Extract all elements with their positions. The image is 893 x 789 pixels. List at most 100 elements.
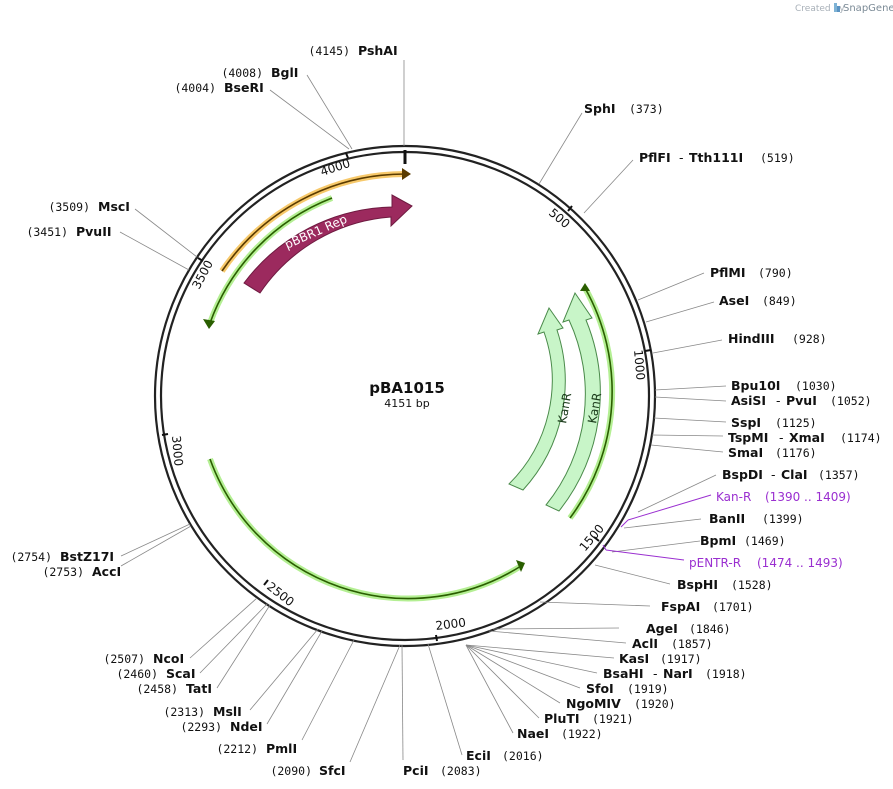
site-name[interactable]: Bpu10I: [731, 378, 780, 393]
site-name[interactable]: BanII: [709, 511, 745, 526]
site-name-alt[interactable]: Tth111I: [689, 150, 743, 165]
tick-marks: [161, 152, 652, 642]
kanr-label-outer: KanR: [585, 392, 604, 425]
site-position: (2090): [270, 764, 312, 778]
site-position: (2507): [103, 652, 145, 666]
site-position: (1846): [689, 622, 731, 636]
site-position: (2293): [180, 720, 222, 734]
site-name[interactable]: AgeI: [646, 621, 678, 636]
site-name[interactable]: BspDI: [722, 467, 763, 482]
site-name-alt[interactable]: XmaI: [789, 430, 825, 445]
green-feature-arc-right: [567, 283, 616, 520]
primer-connector-lines: [602, 494, 712, 561]
site-name-alt[interactable]: ClaI: [781, 467, 808, 482]
site-position: (1920): [634, 697, 676, 711]
site-name[interactable]: AsiSI: [731, 393, 766, 408]
site-name-separator: -: [776, 393, 781, 408]
site-name[interactable]: PmlI: [266, 741, 297, 756]
site-name[interactable]: HindIII: [728, 331, 775, 346]
site-position: (1357): [818, 468, 860, 482]
site-name-separator: -: [653, 666, 658, 681]
site-name[interactable]: BpmI: [700, 533, 736, 548]
site-position: (1918): [705, 667, 747, 681]
site-position: (1701): [712, 600, 754, 614]
site-name[interactable]: NgoMIV: [566, 696, 621, 711]
green-feature-arc-upper: [203, 195, 334, 329]
site-name[interactable]: BspHI: [677, 577, 718, 592]
site-position: (1917): [660, 652, 702, 666]
site-position: (2016): [502, 749, 544, 763]
site-name[interactable]: BstZ17I: [60, 549, 114, 564]
tick-label-1000: 1000: [631, 349, 648, 381]
site-name[interactable]: AseI: [719, 293, 749, 308]
plasmid-name: pBA1015: [369, 379, 445, 397]
site-position: (1857): [671, 637, 713, 651]
pbbr1-rep-feature[interactable]: pBBR1 Rep: [243, 194, 413, 294]
site-name[interactable]: NcoI: [153, 651, 184, 666]
site-name[interactable]: EciI: [466, 748, 491, 763]
site-position: (849): [762, 294, 797, 308]
site-position: (1922): [561, 727, 603, 741]
site-position: (1528): [731, 578, 773, 592]
site-position: (2212): [216, 742, 258, 756]
site-position: (1469): [744, 534, 786, 548]
site-name[interactable]: FspAI: [661, 599, 700, 614]
site-position: (519): [760, 151, 795, 165]
site-name[interactable]: NdeI: [230, 719, 263, 734]
site-name[interactable]: PshAI: [358, 43, 398, 58]
site-position: (1176): [775, 446, 817, 460]
site-name-alt[interactable]: NarI: [663, 666, 693, 681]
plasmid-size: 4151 bp: [384, 397, 429, 410]
site-position: (4008): [221, 66, 263, 80]
site-connector-lines: [119, 60, 727, 763]
site-name[interactable]: ScaI: [166, 666, 196, 681]
site-name[interactable]: SfcI: [319, 763, 346, 778]
primer-range: (1474 .. 1493): [757, 556, 843, 570]
site-name[interactable]: SfoI: [586, 681, 614, 696]
site-position: (2754): [10, 550, 52, 564]
primer-name[interactable]: Kan-R: [716, 490, 751, 504]
site-position: (373): [629, 102, 664, 116]
site-position: (4145): [308, 44, 350, 58]
site-position: (1921): [592, 712, 634, 726]
site-position: (1174): [840, 431, 882, 445]
tick-label-2000: 2000: [435, 615, 467, 633]
site-position: (1919): [627, 682, 669, 696]
site-position: (1052): [830, 394, 872, 408]
site-name[interactable]: KasI: [619, 651, 649, 666]
site-name[interactable]: MslI: [213, 704, 242, 719]
site-position: (2083): [440, 764, 482, 778]
site-name[interactable]: PciI: [403, 763, 429, 778]
site-position: (790): [758, 266, 793, 280]
site-name[interactable]: TspMI: [728, 430, 768, 445]
site-name[interactable]: SmaI: [728, 445, 763, 460]
site-position: (1125): [775, 416, 817, 430]
site-name[interactable]: AclI: [632, 636, 658, 651]
site-name[interactable]: SspI: [731, 415, 761, 430]
primer-name[interactable]: pENTR-R: [689, 556, 741, 570]
kanr-label-inner: KanR: [555, 392, 574, 425]
site-name-alt[interactable]: PvuI: [786, 393, 817, 408]
site-name[interactable]: BseRI: [224, 80, 264, 95]
kanr-feature-outer[interactable]: KanR: [545, 291, 604, 512]
orange-feature-arc: [219, 168, 411, 273]
site-name[interactable]: PflFI: [639, 150, 671, 165]
site-name-separator: -: [679, 150, 684, 165]
site-position: (2460): [116, 667, 158, 681]
site-position: (928): [792, 332, 827, 346]
site-name[interactable]: PflMI: [710, 265, 746, 280]
site-name[interactable]: PluTI: [544, 711, 580, 726]
site-name[interactable]: BsaHI: [603, 666, 644, 681]
tick-label-3000: 3000: [169, 435, 186, 467]
site-name[interactable]: BglI: [271, 65, 298, 80]
site-name[interactable]: NaeI: [517, 726, 549, 741]
site-name[interactable]: PvuII: [76, 224, 112, 239]
site-name[interactable]: MscI: [98, 199, 130, 214]
site-position: (3509): [48, 200, 90, 214]
site-name[interactable]: AccI: [92, 564, 121, 579]
site-position: (2313): [163, 705, 205, 719]
snapgene-logo-icon: [834, 3, 840, 12]
site-name[interactable]: TatI: [186, 681, 212, 696]
kanr-feature-inner[interactable]: KanR: [508, 306, 574, 491]
site-name[interactable]: SphI: [584, 101, 616, 116]
